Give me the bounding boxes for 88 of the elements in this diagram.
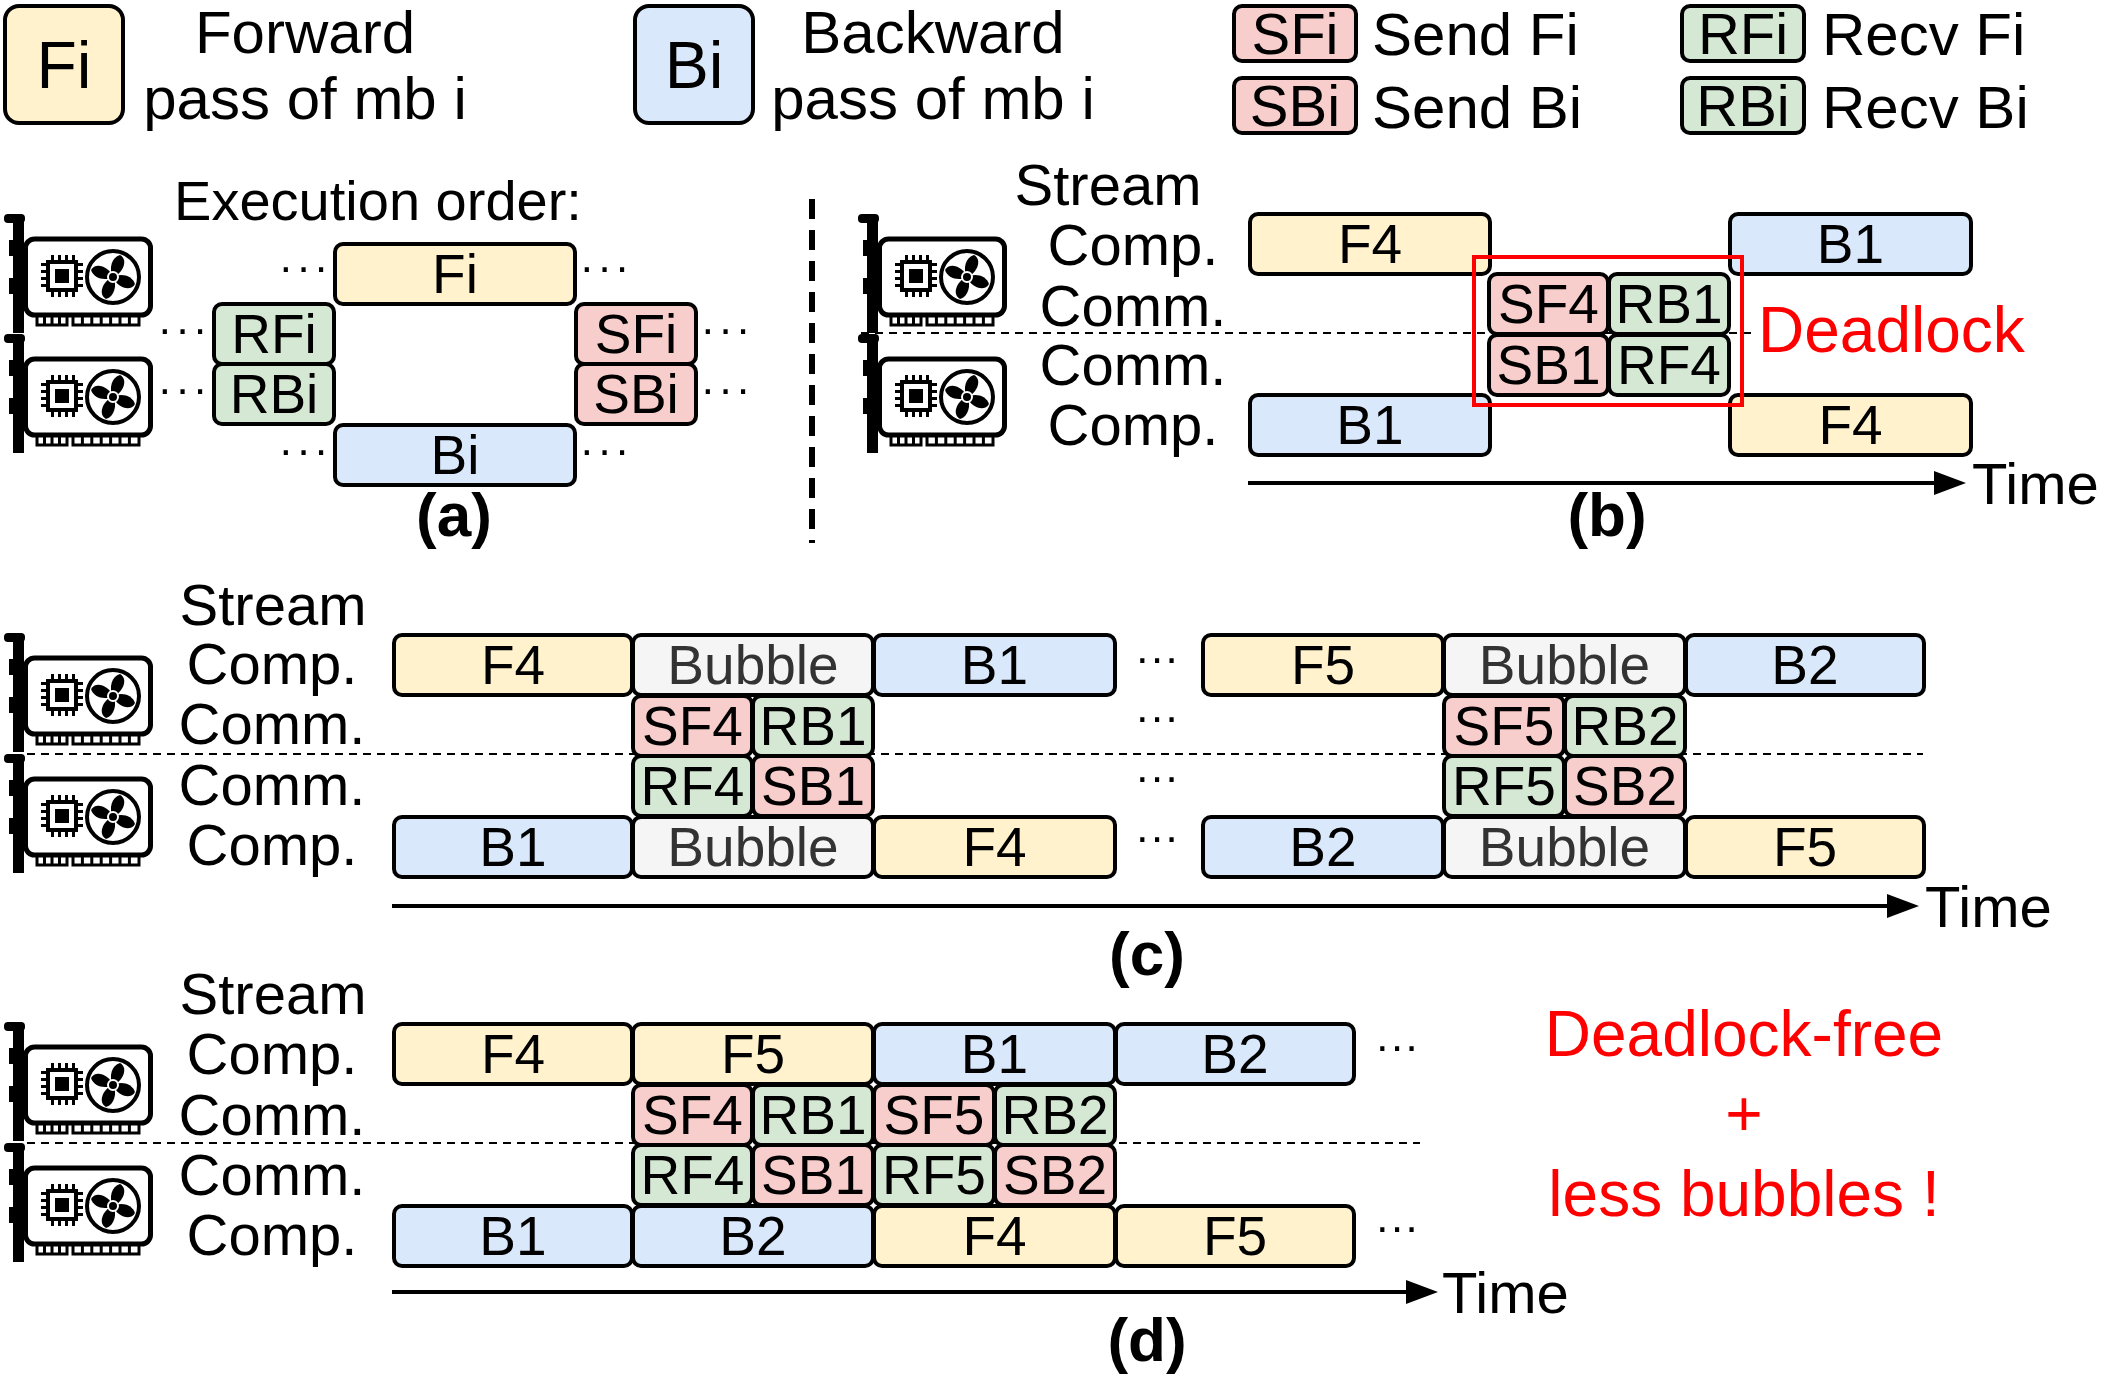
forward-pass-block: F5 [1201, 633, 1445, 697]
recv-block: RF4 [1607, 333, 1731, 397]
ellipsis: ··· [579, 240, 633, 292]
send-block: SB1 [751, 754, 875, 818]
backward-pass-block: B1 [1728, 212, 1973, 276]
axis-label: Time [1925, 872, 2052, 940]
legend-swatch: RFi [1680, 4, 1806, 63]
send-block: SF4 [631, 694, 754, 758]
legend-swatch: SFi [1232, 4, 1358, 63]
recv-block: RB2 [1563, 694, 1687, 758]
deadlock-label: Deadlock [1758, 293, 2025, 367]
ellipsis: ··· [1375, 1200, 1419, 1252]
forward-pass-block: F4 [1728, 393, 1973, 457]
legend-label: Send Bi [1372, 72, 1583, 142]
panel-label: (d) [1107, 1303, 1187, 1375]
ellipsis: ··· [278, 240, 332, 292]
axis-label: Time [1442, 1258, 1569, 1326]
ellipsis: ··· [700, 362, 754, 414]
backward-pass-block: B1 [872, 633, 1117, 697]
column-header: Stream [1014, 150, 1202, 218]
axis-label: Time [1972, 449, 2099, 517]
recv-block: RF5 [872, 1143, 996, 1207]
forward-pass-block: Fi [333, 242, 577, 306]
ellipsis: ··· [1135, 810, 1179, 862]
bubble-block: Bubble [631, 815, 875, 879]
legend-label: Recv Bi [1822, 72, 2029, 142]
send-block: SB1 [1487, 333, 1610, 397]
backward-pass-block: B1 [1248, 393, 1492, 457]
send-block: SF5 [872, 1083, 996, 1147]
forward-pass-block: F5 [1114, 1204, 1356, 1268]
recv-block: RF5 [1442, 754, 1566, 818]
send-block: SF4 [631, 1083, 754, 1147]
forward-pass-block: F4 [872, 1204, 1117, 1268]
send-block: SB1 [751, 1143, 875, 1207]
legend-swatch: SBi [1232, 76, 1358, 135]
legend-label: Forward pass of mb i [143, 0, 467, 132]
forward-pass-block: F4 [1248, 212, 1492, 276]
ellipsis: ··· [1375, 1019, 1419, 1071]
bubble-block: Bubble [1442, 633, 1687, 697]
legend-swatch: RBi [1680, 76, 1806, 135]
send-block: SFi [574, 302, 698, 366]
backward-pass-block: B2 [1114, 1022, 1356, 1086]
panel-label: (c) [1109, 917, 1185, 989]
ellipsis: ··· [700, 302, 754, 354]
backward-pass-block: Bi [333, 423, 577, 487]
ellipsis: ··· [579, 423, 633, 475]
backward-pass-block: B2 [631, 1204, 875, 1268]
ellipsis: ··· [1135, 690, 1179, 742]
backward-pass-block: B2 [1201, 815, 1445, 879]
ellipsis: ··· [157, 302, 211, 354]
forward-pass-block: F4 [872, 815, 1117, 879]
backward-pass-block: B2 [1684, 633, 1926, 697]
backward-pass-block: B1 [392, 1204, 634, 1268]
ellipsis: ··· [1135, 750, 1179, 802]
recv-block: RB1 [751, 694, 875, 758]
recv-block: RF4 [631, 754, 754, 818]
forward-pass-block: F4 [392, 633, 634, 697]
forward-pass-block: F5 [1684, 815, 1926, 879]
recv-block: RBi [212, 362, 336, 426]
recv-block: RF4 [631, 1143, 754, 1207]
backward-pass-block: B1 [872, 1022, 1117, 1086]
note: Deadlock-free + less bubbles ! [1544, 997, 1944, 1232]
panel-label: (b) [1567, 478, 1647, 550]
legend-label: Backward pass of mb i [771, 0, 1095, 132]
send-block: SF5 [1442, 694, 1566, 758]
ellipsis: ··· [1135, 631, 1179, 683]
send-block: SB2 [1563, 754, 1687, 818]
forward-pass-block: F4 [392, 1022, 634, 1086]
heading: Execution order: [174, 169, 582, 233]
legend-label: Recv Fi [1822, 0, 2026, 69]
bubble-block: Bubble [631, 633, 875, 697]
bubble-block: Bubble [1442, 815, 1687, 879]
column-header: Stream [179, 570, 367, 638]
ellipsis: ··· [157, 362, 211, 414]
send-block: SF4 [1487, 272, 1610, 336]
send-block: SBi [574, 362, 698, 426]
ellipsis: ··· [278, 423, 332, 475]
send-block: SB2 [993, 1143, 1117, 1207]
column-header: Stream [179, 959, 367, 1027]
backward-pass-block: B1 [392, 815, 634, 879]
forward-pass-block: F5 [631, 1022, 875, 1086]
legend-label: Send Fi [1372, 0, 1579, 69]
recv-block: RB1 [1607, 272, 1731, 336]
recv-block: RFi [212, 302, 336, 366]
recv-block: RB1 [751, 1083, 875, 1147]
legend-swatch: Bi [633, 4, 755, 125]
recv-block: RB2 [993, 1083, 1117, 1147]
legend-swatch: Fi [3, 4, 125, 125]
